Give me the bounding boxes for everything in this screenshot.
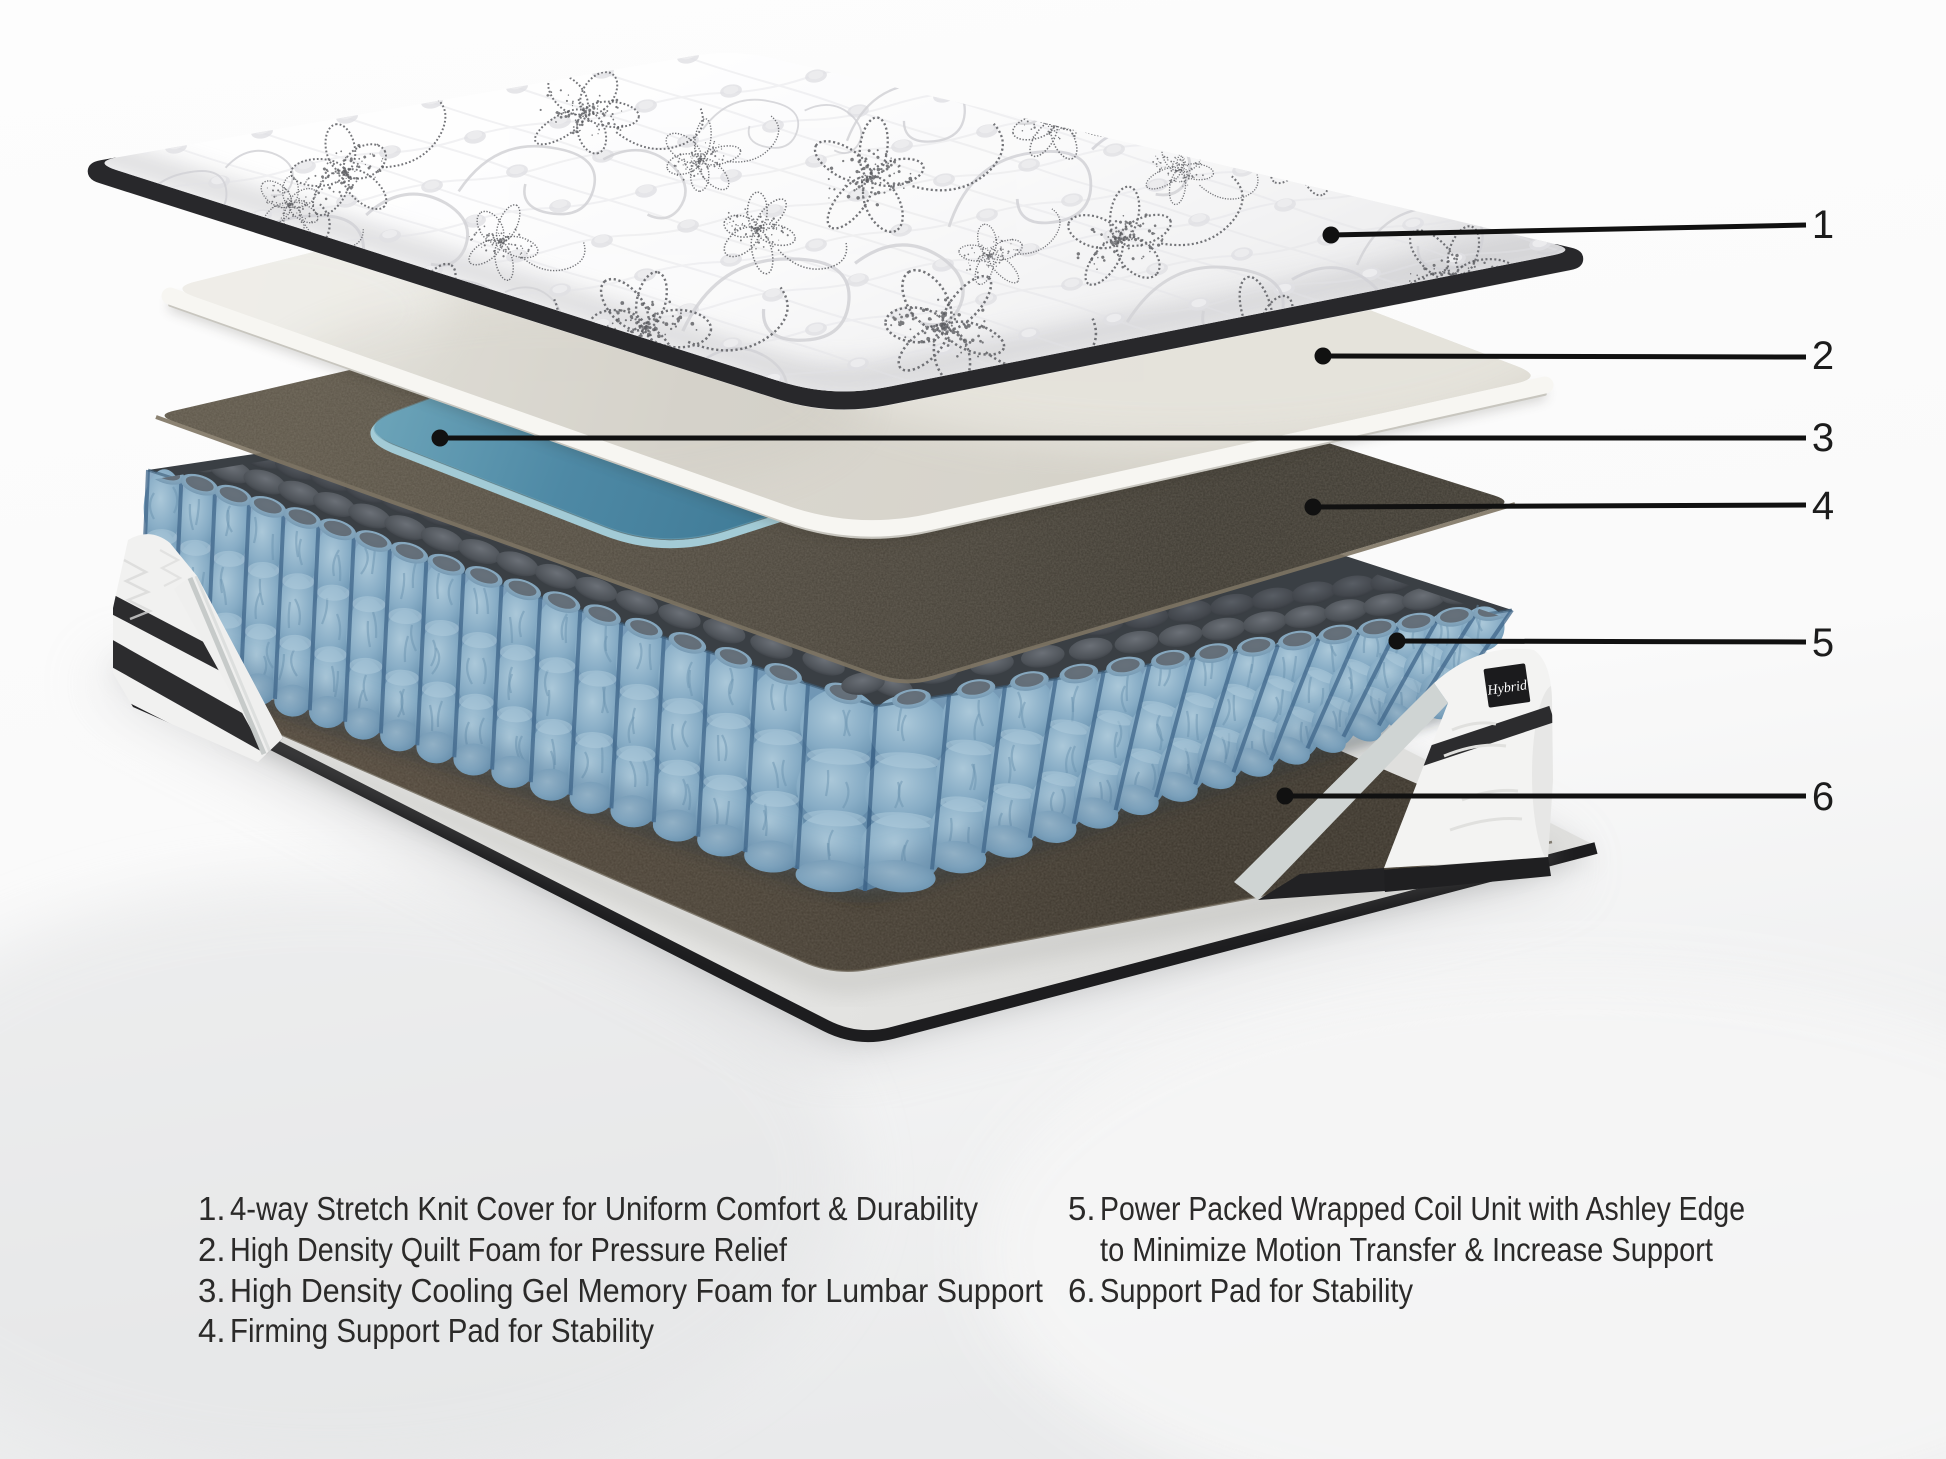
svg-text:High Density Quilt Foam for Pr: High Density Quilt Foam for Pressure Rel… <box>230 1231 788 1268</box>
svg-text:5.: 5. <box>1068 1190 1096 1227</box>
svg-text:Support Pad for Stability: Support Pad for Stability <box>1100 1272 1413 1309</box>
svg-text:Hybrid: Hybrid <box>1486 678 1529 699</box>
svg-text:4.: 4. <box>198 1312 226 1349</box>
svg-text:5: 5 <box>1812 621 1834 665</box>
svg-text:3: 3 <box>1812 416 1834 460</box>
svg-text:1: 1 <box>1812 203 1834 247</box>
svg-text:4: 4 <box>1812 484 1834 528</box>
svg-text:3.: 3. <box>198 1272 226 1309</box>
svg-text:6.: 6. <box>1068 1272 1096 1309</box>
svg-text:to Minimize Motion Transfer &: to Minimize Motion Transfer & Increase S… <box>1100 1231 1713 1268</box>
svg-text:1.: 1. <box>198 1190 226 1227</box>
svg-text:Power Packed Wrapped Coil Unit: Power Packed Wrapped Coil Unit with Ashl… <box>1100 1190 1745 1227</box>
svg-text:2: 2 <box>1812 334 1834 378</box>
svg-text:4-way Stretch Knit Cover for U: 4-way Stretch Knit Cover for Uniform Com… <box>230 1190 978 1227</box>
svg-text:6: 6 <box>1812 775 1834 819</box>
svg-text:High Density Cooling Gel Memor: High Density Cooling Gel Memory Foam for… <box>230 1272 1043 1309</box>
svg-text:Firming Support Pad for Stabil: Firming Support Pad for Stability <box>230 1312 654 1349</box>
svg-text:2.: 2. <box>198 1231 226 1268</box>
